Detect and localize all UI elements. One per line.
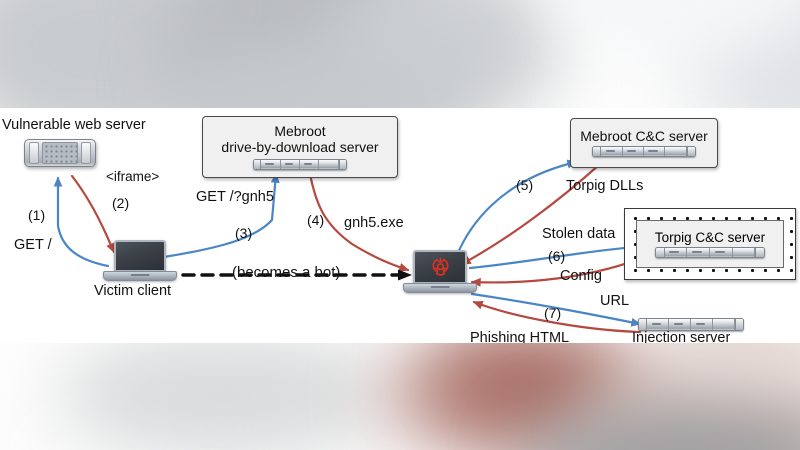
server-grille [42, 142, 78, 164]
get-root-label: GET / [14, 237, 52, 253]
rack-ear [593, 147, 602, 157]
rack-ear [254, 159, 262, 169]
mebroot-download-server-box: Mebroot drive-by-download server [202, 116, 398, 178]
injection-server-label: Injection server [632, 330, 731, 343]
rack-bay [691, 319, 713, 330]
rack-bay [710, 248, 733, 257]
step-3-label: (3) [235, 225, 253, 241]
edge-3-get-gnh5 [156, 172, 280, 260]
rack-ear [686, 147, 695, 157]
rack-bay [261, 159, 281, 169]
gnh5-exe-label: gnh5.exe [344, 215, 404, 231]
torpig-cc-server-box: Torpig C&C server [636, 220, 784, 268]
step-2-label: (2) [112, 195, 130, 211]
rack-server-icon [655, 247, 765, 258]
rack-ear [656, 248, 665, 257]
edge-4-gnh5-exe [308, 172, 410, 272]
stolen-data-label: Stolen data [542, 226, 616, 242]
edge-5-to-mebroot-cc [453, 159, 578, 262]
rack-bay [319, 159, 339, 169]
backdrop-blur-shape [430, 340, 610, 430]
mebroot-download-server-title-line1: Mebroot [274, 123, 326, 140]
step-7-label: (7) [544, 305, 562, 321]
backdrop-blur-shape [60, 335, 390, 450]
injection-server-icon [638, 318, 744, 331]
rack-ear [734, 319, 743, 330]
step-4-label: (4) [307, 212, 325, 228]
rack-bay [601, 147, 623, 157]
torpig-dlls-label: Torpig DLLs [566, 178, 644, 194]
rack-bay [281, 159, 300, 169]
rack-bay [300, 159, 320, 169]
rack-bay [665, 248, 688, 257]
laptop-screen [114, 240, 166, 272]
iframe-label: <iframe> [106, 169, 160, 184]
rack-bay [647, 319, 670, 330]
step-5-label: (5) [516, 177, 534, 193]
torpig-cc-server-frame: Torpig C&C server [624, 208, 796, 280]
torpig-cc-server-title: Torpig C&C server [654, 230, 766, 245]
mebroot-cc-server-box: Mebroot C&C server [570, 118, 718, 168]
laptop-base [103, 271, 177, 281]
laptop-trackpad [130, 274, 150, 276]
edge-1-get-root [53, 176, 110, 268]
rack-server-icon [592, 146, 696, 158]
diagram-arrow-layer [53, 159, 654, 334]
becomes-a-bot-arrowhead [398, 269, 412, 281]
server-side-panel [81, 142, 91, 164]
server-side-panel [29, 142, 39, 164]
step-6-label: (6) [548, 248, 566, 264]
get-gnh5-label: GET /?gnh5 [196, 189, 274, 205]
edge-2-iframe [70, 174, 116, 254]
rack-bay [733, 248, 756, 257]
phishing-html-label: Phishing HTML [470, 330, 570, 343]
rack-ear [755, 248, 764, 257]
laptop-screen [413, 250, 467, 284]
edge-7-url [470, 292, 642, 327]
rack-ear [639, 319, 648, 330]
rack-ear [338, 159, 346, 169]
becomes-a-bot-label: (becomes a bot) [232, 264, 341, 281]
rack-server-icon [253, 158, 347, 170]
step-1-label: (1) [28, 207, 46, 223]
mebroot-cc-server-title: Mebroot C&C server [580, 127, 708, 144]
edge-7-phishing-html [472, 300, 642, 334]
mebroot-download-server-title-line2: drive-by-download server [221, 139, 379, 155]
rack-bay [623, 147, 644, 157]
laptop-trackpad [430, 286, 450, 288]
rack-bay [687, 248, 711, 257]
url-label: URL [600, 293, 630, 309]
config-label: Config [560, 268, 602, 284]
victim-client-icon [103, 240, 177, 282]
rack-bay [669, 319, 692, 330]
botnet-infection-diagram: Vulnerable web server Mebroot drive-by-d… [0, 108, 800, 343]
biohazard-icon [432, 258, 448, 276]
edge-5-torpig-dlls [460, 162, 602, 266]
infected-bot-icon [403, 250, 477, 294]
vulnerable-web-server-icon [24, 139, 96, 167]
vulnerable-web-server-label: Vulnerable web server [2, 117, 146, 133]
laptop-base [403, 283, 477, 293]
rack-bay [644, 147, 666, 157]
rack-bay [665, 147, 687, 157]
rack-bay [713, 319, 735, 330]
victim-client-label: Victim client [94, 283, 172, 299]
